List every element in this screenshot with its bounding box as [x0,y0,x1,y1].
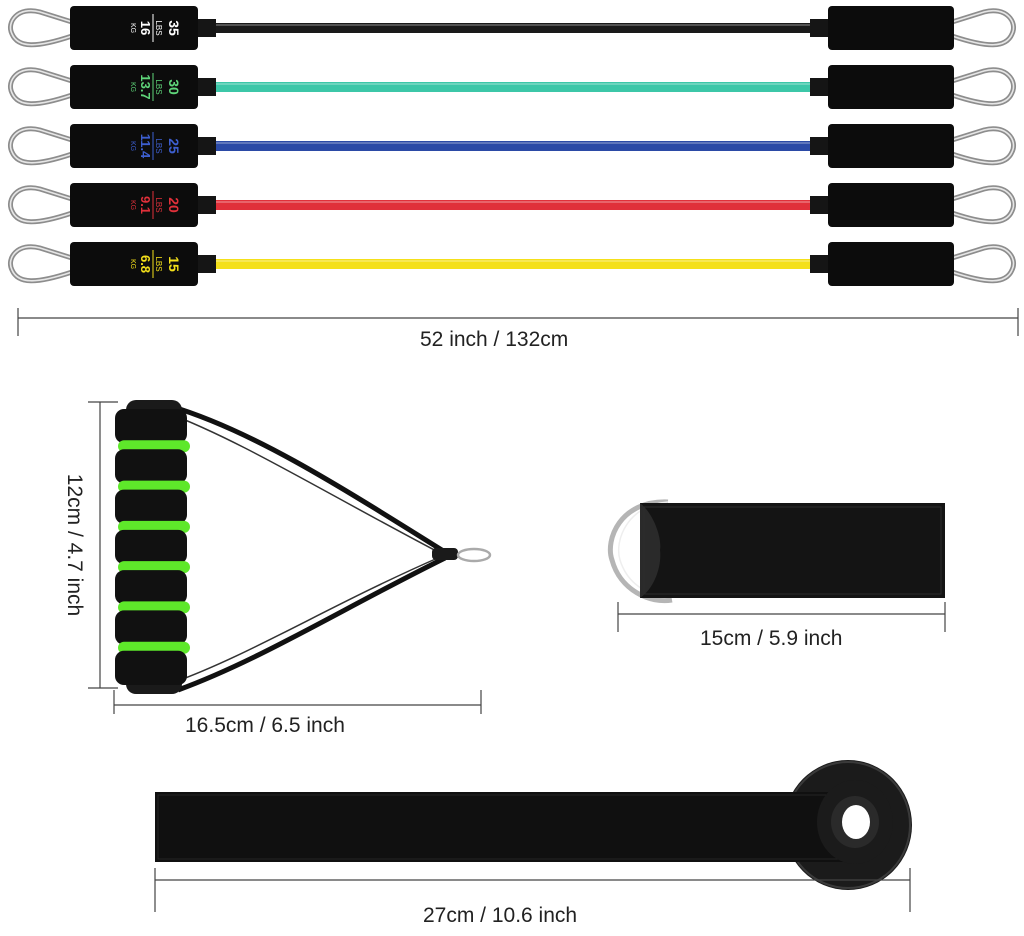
left-sleeve [70,65,198,109]
kg-value: 11.4 [138,134,153,159]
right-carabiner-icon [951,126,1016,166]
left-carabiner-icon [8,8,73,48]
right-carabiner-icon [951,67,1016,107]
band-length-label: 52 inch / 132cm [420,328,569,351]
kg-value: 6.8 [138,255,153,273]
lbs-value: 25 [166,138,182,154]
lbs-value: 35 [166,20,182,36]
door-anchor-dimension-line [154,868,911,912]
left-carabiner-icon [8,244,73,284]
lbs-value: 20 [166,197,182,213]
lbs-unit: LBS [154,256,163,271]
left-carabiner-icon [8,67,73,107]
foam-segment [115,449,187,484]
foam-segment [115,650,187,685]
foam-segment [115,570,187,605]
right-sleeve [828,183,954,227]
right-sleeve [828,65,954,109]
left-sleeve [70,6,198,50]
right-sleeve [828,6,954,50]
kg-value: 16 [138,21,153,35]
foam-segment [115,489,187,524]
band-tube [210,259,818,269]
door-anchor-label: 27cm / 10.6 inch [423,904,578,927]
right-carabiner-icon [951,185,1016,225]
kg-unit: KG [129,200,136,210]
handle-width-dimension-line [113,690,482,714]
handle-height-dimension-line [88,401,118,689]
foam-handle [115,400,492,694]
ankle-strap-dimension-line [617,602,946,632]
left-carabiner-icon [8,126,73,166]
kg-value: 9.1 [138,196,153,214]
handle-width-label: 16.5cm / 6.5 inch [185,714,345,737]
lbs-unit: LBS [154,138,163,153]
left-carabiner-icon [8,185,73,225]
band-tube [210,23,818,33]
kg-unit: KG [129,23,136,33]
ankle-strap [607,499,945,604]
door-anchor [155,760,912,890]
lbs-value: 30 [166,79,182,95]
resistance-bands: 35LBS16KG30LBS13.7KG25LBS11.4KG20LBS9.1K… [8,6,1016,286]
foam-segment [115,409,187,444]
foam-segment [115,610,187,645]
lbs-unit: LBS [154,20,163,35]
left-sleeve [70,183,198,227]
lbs-unit: LBS [154,79,163,94]
kg-value: 13.7 [138,74,153,99]
band-tube [210,141,818,151]
kg-unit: KG [129,259,136,269]
right-sleeve [828,242,954,286]
left-sleeve [70,124,198,168]
kg-unit: KG [129,82,136,92]
kg-unit: KG [129,141,136,151]
lbs-value: 15 [166,256,182,272]
lbs-unit: LBS [154,197,163,212]
right-sleeve [828,124,954,168]
band-length-dimension-line [17,308,1019,336]
left-sleeve [70,242,198,286]
foam-segment [115,529,187,565]
right-carabiner-icon [951,244,1016,284]
band-tube [210,82,818,92]
right-carabiner-icon [951,8,1016,48]
band-tube [210,200,818,210]
handle-height-label: 12cm / 4.7 inch [63,473,86,617]
ankle-strap-label: 15cm / 5.9 inch [700,627,843,650]
